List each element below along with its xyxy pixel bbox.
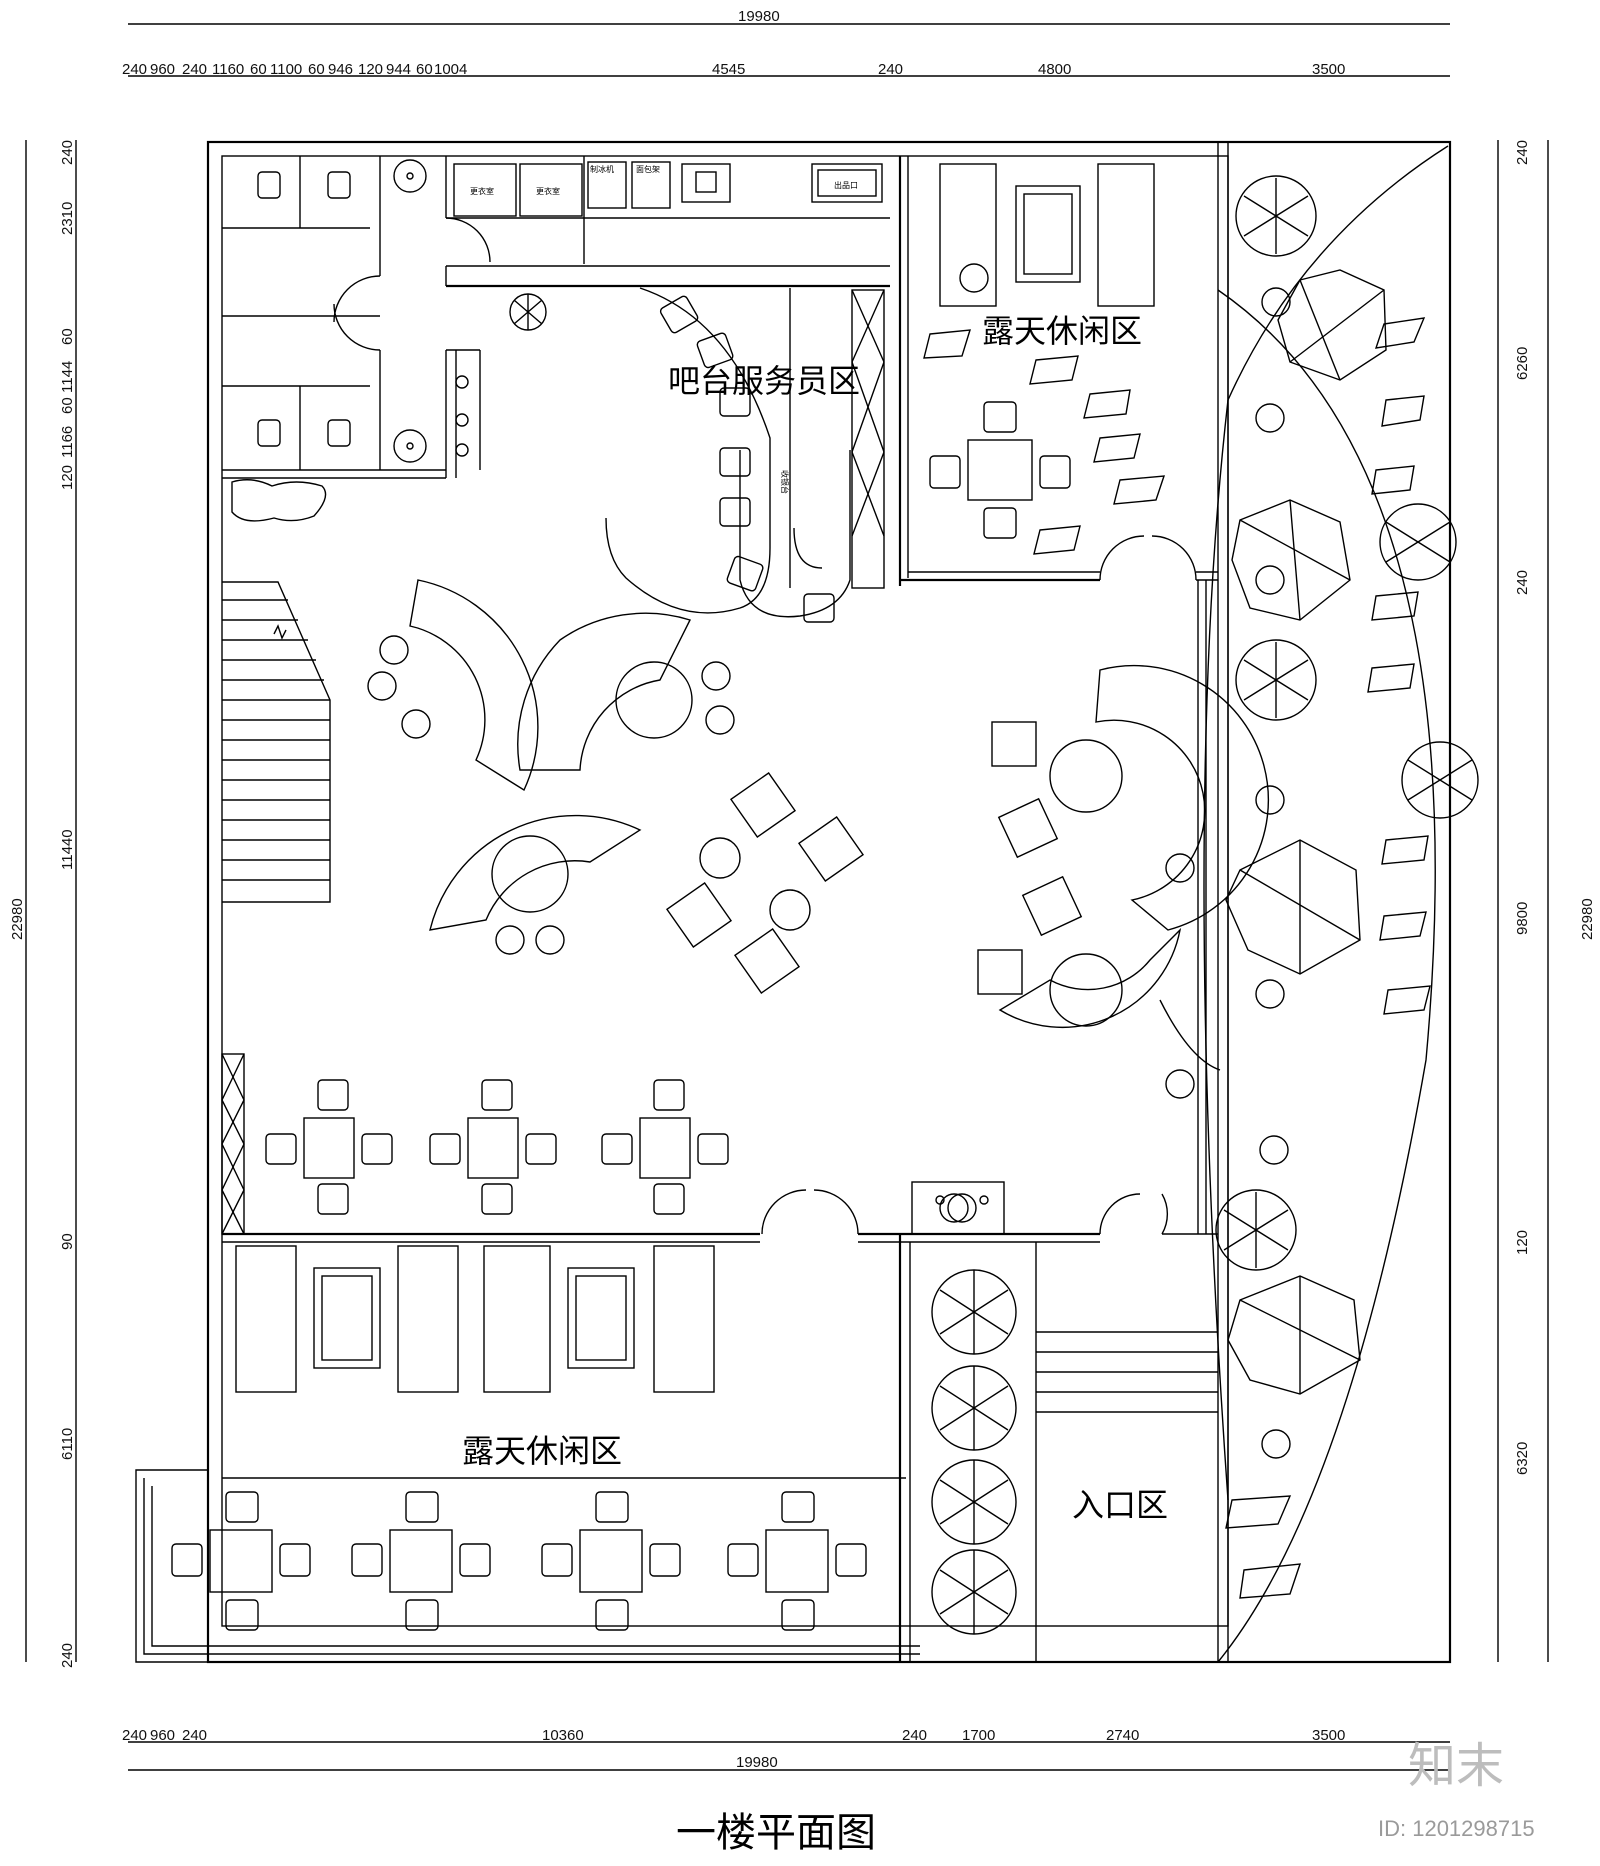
dim-right-3: 9800 — [1514, 902, 1531, 935]
dim-left-4: 60 — [59, 397, 76, 414]
sofas — [235, 163, 1155, 1393]
dim-bottom-4: 240 — [902, 1727, 927, 1744]
dispatch-window-label: 出品口 — [834, 180, 858, 190]
dim-left-0: 240 — [59, 140, 76, 165]
room-labels: 吧台服务员区 露天休闲区 露天休闲区 入口区 — [462, 312, 1168, 1524]
dim-top-8: 120 — [358, 61, 383, 78]
staircase — [221, 581, 331, 1235]
dim-top-1: 960 — [150, 61, 175, 78]
dim-bottom-2: 240 — [182, 1727, 207, 1744]
dim-top-3: 1160 — [212, 61, 244, 78]
plants — [509, 145, 1479, 1663]
dim-left-6: 60 — [59, 328, 76, 345]
dim-left-7: 11440 — [59, 829, 76, 870]
lobby-seating — [367, 579, 1270, 1071]
outdoor-lounge-top-label: 露天休闲区 — [982, 312, 1142, 350]
dim-bottom-6: 2740 — [1106, 1727, 1139, 1744]
table-row-terrace — [171, 1491, 867, 1631]
bottom-dimensions: 240 960 240 10360 240 1700 2740 3500 199… — [122, 1727, 1450, 1771]
dim-left-2: 120 — [59, 465, 76, 490]
entrance-area-label: 入口区 — [1072, 1486, 1168, 1524]
dim-right-0: 240 — [1514, 140, 1531, 165]
right-dimensions: 240 6260 240 9800 120 6320 22980 — [1497, 140, 1596, 1662]
dim-top-5: 1100 — [270, 61, 302, 78]
dim-top-6: 60 — [308, 61, 325, 78]
dim-right-4: 120 — [1514, 1230, 1531, 1255]
top-dimensions: 19980 240 960 240 1160 60 1100 60 946 12… — [122, 8, 1450, 78]
restroom-fixtures — [231, 159, 469, 522]
dim-top-13: 240 — [878, 61, 903, 78]
dim-right-5: 6320 — [1514, 1442, 1531, 1475]
dim-bottom-0: 240 — [122, 1727, 147, 1744]
left-dimensions: 240 2310 120 1166 60 1144 60 11440 90 61… — [9, 140, 77, 1668]
table-outdoor-upper — [929, 401, 1071, 539]
locker-room-1-label: 更衣室 — [470, 186, 494, 196]
dim-top-0: 240 — [122, 61, 147, 78]
dim-top-total: 19980 — [738, 8, 780, 25]
dim-bottom-1: 960 — [150, 1727, 175, 1744]
dim-top-12: 4545 — [712, 61, 745, 78]
dim-top-7: 946 — [328, 61, 353, 78]
watermark-brand: 知末 — [1408, 1738, 1504, 1794]
dim-right-2: 240 — [1514, 570, 1531, 595]
dim-bottom-3: 10360 — [542, 1727, 584, 1744]
entrance-features — [911, 1181, 1218, 1413]
watermark: 知末 ID: 1201298715 — [1378, 1738, 1535, 1841]
dim-top-2: 240 — [182, 61, 207, 78]
outdoor-lounge-bottom-label: 露天休闲区 — [462, 1432, 622, 1470]
walls — [135, 140, 1452, 1664]
dim-bottom-5: 1700 — [962, 1727, 995, 1744]
bar-counter: 收银台 — [605, 287, 885, 623]
dim-top-11: 1004 — [434, 61, 467, 78]
bread-rack-label: 面包架 — [636, 164, 660, 174]
dim-top-14: 4800 — [1038, 61, 1071, 78]
dim-left-3: 1166 — [59, 426, 76, 458]
dim-left-10: 240 — [59, 1643, 76, 1668]
back-of-house: 更衣室 更衣室 制冰机 面包架 出品口 — [453, 161, 883, 217]
garden-strip — [923, 145, 1479, 1663]
dim-bottom-total: 19980 — [736, 1754, 778, 1771]
dim-left-total: 22980 — [9, 898, 26, 940]
drawing-title: 一楼平面图 — [676, 1810, 876, 1856]
dim-right-1: 6260 — [1514, 347, 1531, 380]
dim-top-15: 3500 — [1312, 61, 1345, 78]
table-row-lobby — [265, 1079, 729, 1215]
planter-column — [931, 1269, 1017, 1635]
dim-left-1: 2310 — [59, 202, 76, 235]
dining-tables — [171, 401, 1071, 1631]
dim-bottom-7: 3500 — [1312, 1727, 1345, 1744]
watermark-id: ID: 1201298715 — [1378, 1816, 1535, 1841]
bar-staff-area-label: 吧台服务员区 — [668, 362, 860, 400]
dim-left-5: 1144 — [59, 361, 76, 393]
dim-left-9: 6110 — [59, 1428, 76, 1460]
ice-maker-label: 制冰机 — [590, 164, 614, 174]
dim-left-8: 90 — [59, 1233, 76, 1250]
cashier-label: 收银台 — [780, 470, 790, 494]
dim-top-10: 60 — [416, 61, 433, 78]
dim-top-4: 60 — [250, 61, 267, 78]
dim-top-9: 944 — [386, 61, 411, 78]
locker-room-2-label: 更衣室 — [536, 186, 560, 196]
dim-right-total: 22980 — [1579, 898, 1596, 940]
